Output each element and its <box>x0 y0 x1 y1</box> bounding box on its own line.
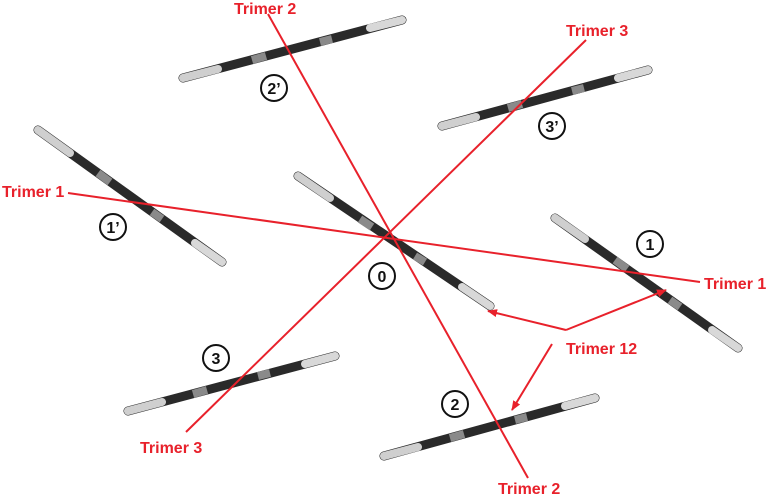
label-trimer-3-top: Trimer 3 <box>566 23 628 40</box>
trimer-3-line <box>185 39 587 433</box>
rod-molecule-3-prime <box>437 65 653 131</box>
molecule-label-1: 1 <box>636 230 664 258</box>
trimer-2-line <box>267 13 529 479</box>
molecule-label-3: 3 <box>202 344 230 372</box>
svg-text:3: 3 <box>212 351 221 368</box>
trimer-12-arrow-to-2 <box>511 343 553 411</box>
trimer-12-arrow-to-1 <box>565 289 667 331</box>
rod-molecule-2 <box>379 393 600 461</box>
rod-molecule-3 <box>123 351 340 416</box>
molecule-label-0: 0 <box>368 262 396 290</box>
label-trimer-2-top: Trimer 2 <box>234 1 296 18</box>
molecule-label-3-prime: 3’ <box>538 112 566 140</box>
molecule-label-1-prime: 1’ <box>99 213 127 241</box>
trimer-12-arrow-to-0 <box>487 309 567 331</box>
svg-text:3’: 3’ <box>545 119 558 136</box>
rod-molecule-1-prime <box>33 125 227 267</box>
label-trimer-3-bottom: Trimer 3 <box>140 440 202 457</box>
rod-molecule-0 <box>293 171 495 311</box>
label-trimer-1-left: Trimer 1 <box>2 184 64 201</box>
rod-molecule-2-prime <box>178 15 407 83</box>
label-trimer-2-bottom: Trimer 2 <box>498 481 560 498</box>
rod-molecule-1 <box>550 213 743 353</box>
svg-text:2’: 2’ <box>267 81 280 98</box>
svg-text:2: 2 <box>451 397 460 414</box>
label-trimer-12: Trimer 12 <box>566 341 637 358</box>
svg-text:1: 1 <box>646 237 655 254</box>
molecule-label-2: 2 <box>441 390 469 418</box>
svg-text:0: 0 <box>378 269 387 286</box>
svg-text:1’: 1’ <box>106 220 119 237</box>
label-trimer-1-right: Trimer 1 <box>704 276 766 293</box>
molecule-label-2-prime: 2’ <box>260 74 288 102</box>
